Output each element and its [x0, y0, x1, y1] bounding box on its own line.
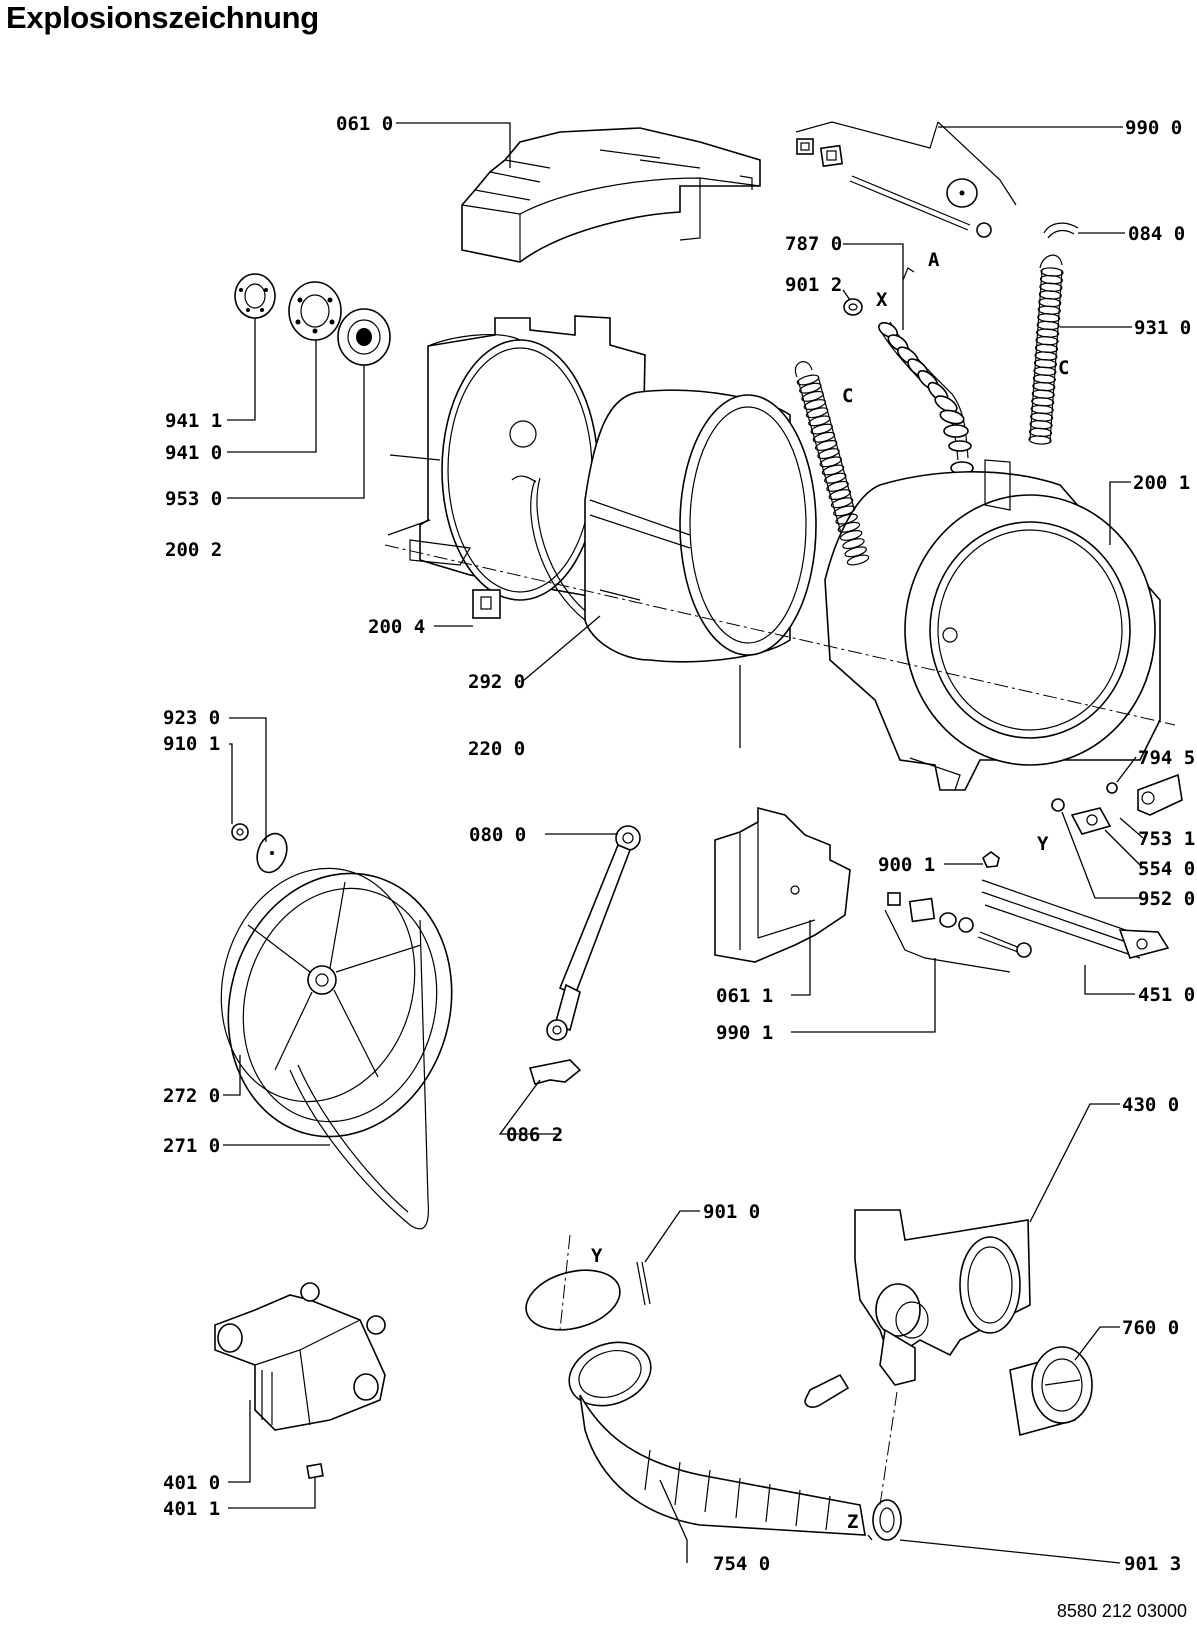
ref-mark-y-top: Y [1037, 833, 1049, 855]
ref-mark-c-left: C [842, 385, 853, 407]
part-061-0-counterweight [461, 127, 761, 263]
center-line-top [384, 544, 1176, 726]
part-901-0-clip [525, 1261, 651, 1331]
label-952-0: 952 0 [1138, 888, 1195, 910]
label-923-0: 923 0 [163, 707, 220, 729]
label-760-0: 760 0 [1122, 1317, 1179, 1339]
part-990-0-bolt-set [795, 121, 1017, 238]
label-451-0: 451 0 [1138, 984, 1195, 1006]
part-901-3-clamp [872, 1499, 902, 1541]
part-451-0-heater [981, 879, 1170, 959]
label-910-1: 910 1 [163, 733, 220, 755]
part-080-0-shock-absorber [546, 825, 641, 1041]
part-941-1-bearing [234, 273, 276, 319]
spring-coil [1028, 435, 1052, 445]
part-910-1-nut [231, 823, 249, 841]
label-953-0: 953 0 [165, 488, 222, 510]
reference-marks: A X C C Y Y Z [591, 249, 1069, 1533]
ref-mark-c-right: C [1058, 357, 1069, 379]
label-430-0: 430 0 [1122, 1094, 1179, 1116]
label-787-0: 787 0 [785, 233, 842, 255]
part-953-0-seal [337, 308, 391, 366]
label-220-0: 220 0 [468, 738, 525, 760]
label-061-0: 061 0 [336, 113, 393, 135]
label-271-0: 271 0 [163, 1135, 220, 1157]
center-line-bottom [559, 1234, 898, 1506]
ref-mark-x: X [876, 289, 888, 311]
part-554-0-ntc [1070, 807, 1112, 835]
label-292-0: 292 0 [468, 671, 525, 693]
document-number: 8580 212 03000 [1056, 1601, 1187, 1621]
part-200-1-front-tub [824, 459, 1161, 791]
spring-left-coils [796, 374, 870, 566]
label-200-1: 200 1 [1133, 472, 1190, 494]
label-990-0: 990 0 [1125, 117, 1182, 139]
label-901-2: 901 2 [785, 274, 842, 296]
part-787-0-bellows-hose [878, 321, 974, 475]
label-080-0: 080 0 [469, 824, 526, 846]
label-084-0: 084 0 [1128, 223, 1185, 245]
label-900-1: 900 1 [878, 854, 935, 876]
part-923-0-washer [256, 832, 288, 874]
label-753-1: 753 1 [1138, 828, 1195, 850]
label-086-2: 086 2 [506, 1124, 563, 1146]
ref-mark-a: A [928, 249, 940, 271]
ref-mark-y-bottom: Y [591, 1245, 603, 1267]
part-430-0-pump [804, 1209, 1031, 1408]
part-271-0-belt [289, 919, 430, 1230]
part-901-2-clamp [843, 298, 863, 316]
label-901-3: 901 3 [1124, 1553, 1181, 1575]
ref-mark-z: Z [847, 1511, 858, 1533]
part-272-0-pulley [220, 867, 453, 1138]
label-931-0: 931 0 [1134, 317, 1191, 339]
part-753-1-thermostat [1137, 773, 1183, 816]
label-901-0: 901 0 [703, 1201, 760, 1223]
part-760-0-filter [1009, 1346, 1093, 1437]
part-401-1-bracket [306, 1462, 324, 1480]
label-272-0: 272 0 [163, 1085, 220, 1107]
label-200-2: 200 2 [165, 539, 222, 561]
spring-right-coils [1028, 267, 1064, 445]
part-labels: 061 0 990 0 084 0 787 0 901 2 931 0 941 … [163, 113, 1195, 1575]
label-401-0: 401 0 [163, 1472, 220, 1494]
part-900-1-nut [982, 851, 1000, 868]
label-794-5: 794 5 [1138, 747, 1195, 769]
leader-lines [223, 122, 1144, 1564]
label-754-0: 754 0 [713, 1553, 770, 1575]
label-941-1: 941 1 [165, 410, 222, 432]
part-200-4-bracket [472, 589, 501, 619]
part-061-1-counterweight [714, 806, 851, 963]
part-952-0-washer [1051, 798, 1065, 812]
spring-coil [846, 554, 870, 566]
part-931-0-spring-right [1029, 254, 1063, 443]
reference-arrow-a [902, 267, 915, 281]
part-084-0-clip [1043, 222, 1079, 239]
part-754-0-hose [568, 1341, 866, 1536]
part-086-2-clip [528, 1059, 582, 1085]
label-990-1: 990 1 [716, 1022, 773, 1044]
label-554-0: 554 0 [1138, 858, 1195, 880]
label-941-0: 941 0 [165, 442, 222, 464]
page-title: Explosionszeichnung [6, 0, 319, 35]
part-794-5-sensor [1106, 782, 1118, 794]
label-401-1: 401 1 [163, 1498, 220, 1520]
label-200-4: 200 4 [368, 616, 425, 638]
part-220-0-drum [584, 389, 817, 663]
label-061-1: 061 1 [716, 985, 773, 1007]
part-990-1-bolt-set [884, 892, 1032, 973]
part-941-0-bearing [288, 281, 342, 341]
part-401-0-motor [214, 1282, 386, 1431]
